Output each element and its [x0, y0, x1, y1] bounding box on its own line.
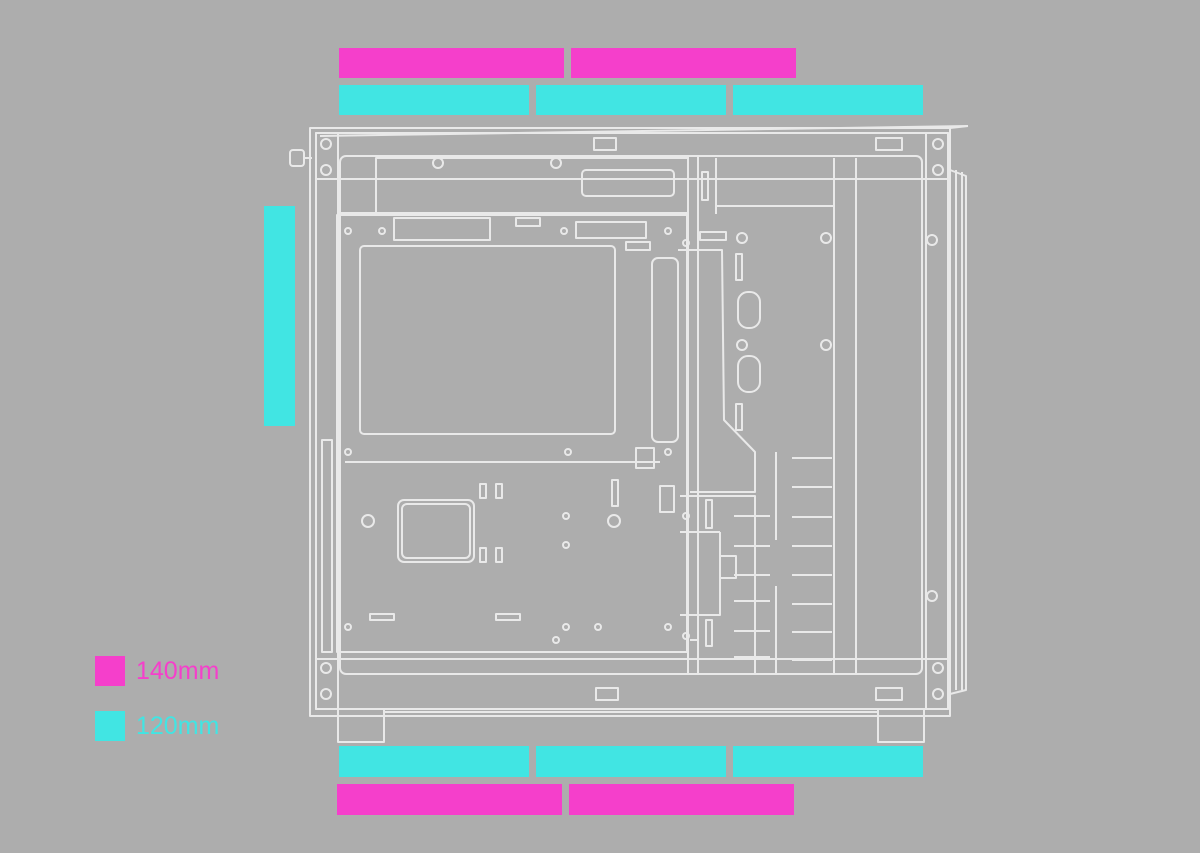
legend-swatch-140mm [95, 656, 125, 686]
top-fan-120mm-1 [339, 85, 529, 115]
case-foot-left [337, 709, 385, 743]
top-fan-120mm-2 [536, 85, 726, 115]
legend-label-120mm: 120mm [136, 712, 220, 740]
top-fan-120mm-3 [733, 85, 923, 115]
case-foot-right [877, 709, 925, 743]
legend-label-140mm: 140mm [136, 657, 220, 685]
rear-fan-120mm [264, 206, 295, 426]
legend-swatch-120mm [95, 711, 125, 741]
top-fan-140mm-2 [571, 48, 796, 78]
top-fan-140mm-1 [339, 48, 564, 78]
bottom-fan-120mm-3 [733, 746, 923, 777]
interior-panel [339, 155, 923, 675]
bottom-fan-140mm-2 [569, 784, 794, 815]
bottom-fan-120mm-1 [339, 746, 529, 777]
cpu-cutout [359, 245, 616, 435]
case-outer-frame [309, 127, 951, 717]
bottom-fan-120mm-2 [536, 746, 726, 777]
rear-io-cutout [397, 499, 475, 563]
bottom-fan-140mm-1 [337, 784, 562, 815]
